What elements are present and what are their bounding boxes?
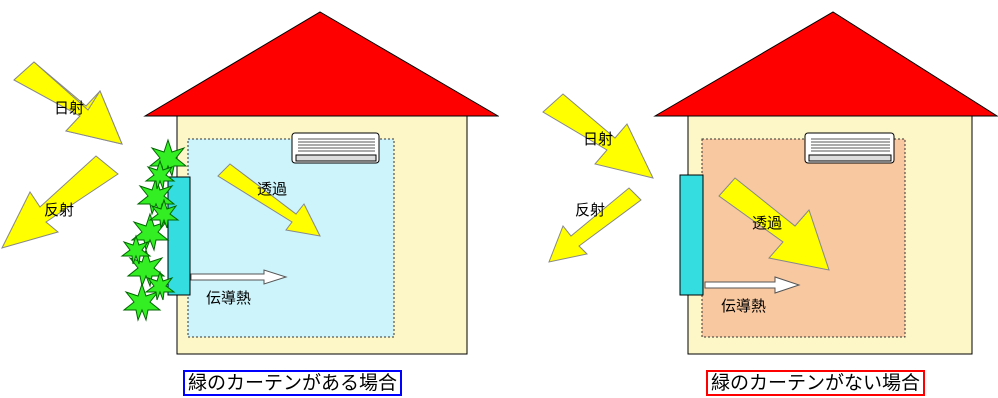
label-sun: 日射 [583, 130, 614, 148]
label-transmit: 透過 [257, 180, 288, 198]
conduct-arrow [704, 276, 801, 294]
window [167, 176, 191, 296]
label-conduct: 伝導熱 [206, 289, 252, 307]
house-diagram-with-curtain [1, 11, 499, 355]
label-conduct: 伝導熱 [721, 297, 767, 315]
house-diagram-without-curtain [542, 11, 998, 355]
caption-without-curtain: 緑のカーテンがない場合 [706, 370, 926, 396]
sun-arrow [542, 93, 654, 179]
sun-arrow-body [13, 61, 123, 145]
label-transmit: 透過 [752, 214, 783, 232]
air-conditioner-icon [291, 132, 380, 164]
panel-without-green-curtain: 日射 反射 透過 伝導熱 緑のカーテンがない場合 [499, 0, 998, 398]
panel-with-green-curtain: 日射 反射 透過 伝導熱 緑のカーテンがある場合 [1, 11, 499, 396]
roof [653, 11, 998, 117]
label-sun: 日射 [54, 99, 85, 117]
plant-leaf-icon [120, 138, 188, 322]
reflect-arrow [548, 187, 642, 263]
caption-with-curtain: 緑のカーテンがある場合 [183, 370, 403, 396]
transmit-arrow [217, 163, 321, 237]
conduct-arrow [190, 269, 288, 285]
transmit-arrow [718, 177, 830, 271]
reflect-arrow [1, 155, 119, 249]
label-reflect: 反射 [575, 201, 606, 219]
roof [143, 11, 499, 117]
label-reflect: 反射 [44, 201, 75, 219]
air-conditioner-icon [804, 132, 895, 164]
window [679, 174, 704, 296]
room-interior [187, 138, 395, 338]
